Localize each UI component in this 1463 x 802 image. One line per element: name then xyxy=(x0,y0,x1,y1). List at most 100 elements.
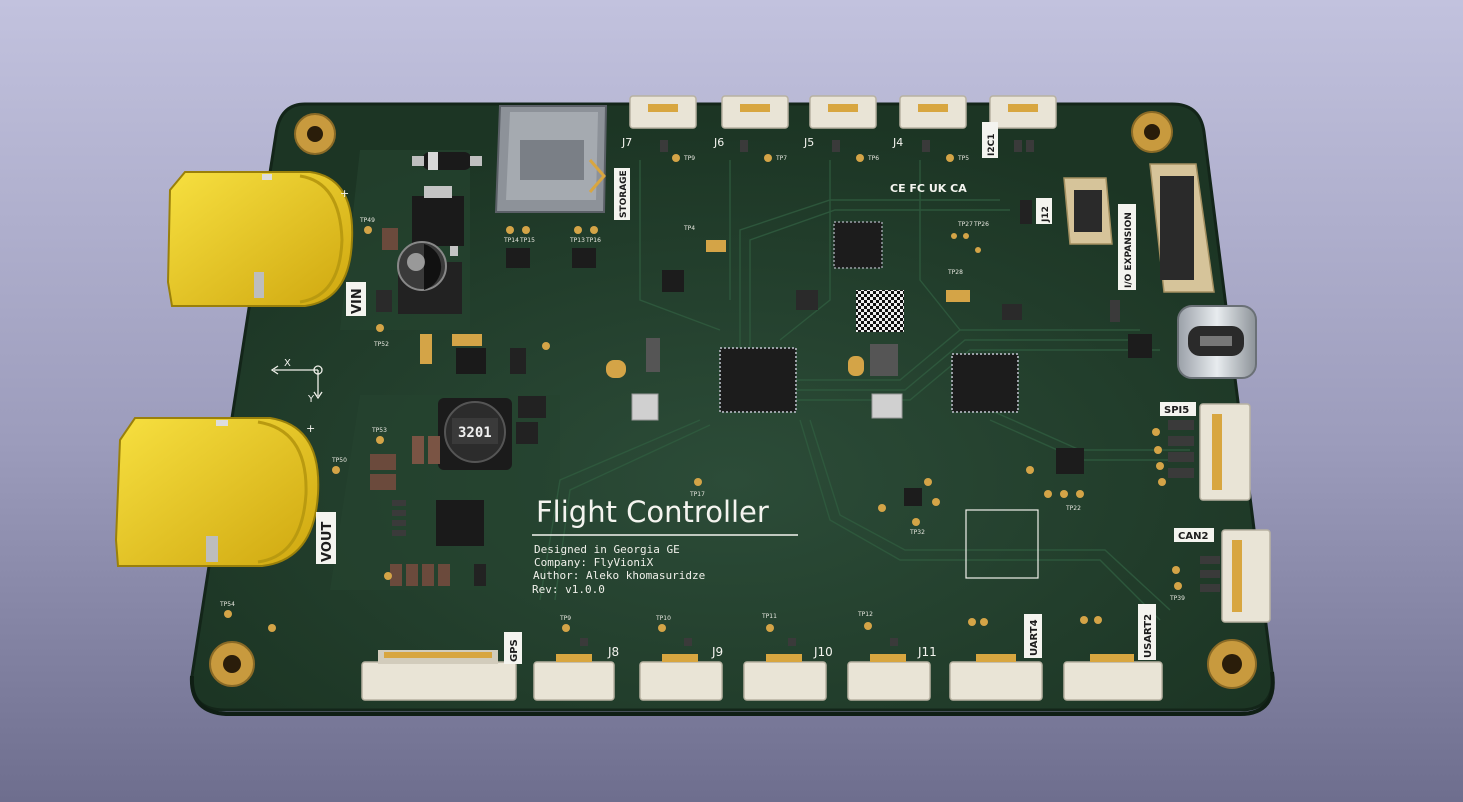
svg-text:SPI5: SPI5 xyxy=(1164,405,1189,416)
tp12-bottom-label: TP12 xyxy=(857,611,873,618)
tp26-label: TP26 xyxy=(973,221,989,228)
mounting-hole-tl xyxy=(294,113,336,155)
fpc-connector-io-expansion[interactable] xyxy=(1149,163,1215,293)
power-ic-2 xyxy=(456,348,486,374)
connector-gps[interactable] xyxy=(361,650,517,701)
axis-y-label: Y xyxy=(307,394,315,405)
crystal-1 xyxy=(631,393,659,421)
label-j4: J4 xyxy=(892,136,903,149)
spi5-label: SPI5 xyxy=(1160,402,1196,416)
info-company: Company: FlyVioniX xyxy=(534,556,654,569)
diode xyxy=(412,152,482,170)
imu-sensor xyxy=(833,221,883,269)
crystal-2 xyxy=(871,393,903,419)
tp22-label: TP22 xyxy=(1065,505,1081,512)
tp9-bottom-label: TP9 xyxy=(559,615,571,622)
fpc-connector-j12[interactable] xyxy=(1063,177,1113,245)
axis-marker xyxy=(270,365,323,400)
xt60-connector-vout[interactable] xyxy=(114,417,320,567)
vout-plus-sign: + xyxy=(306,422,315,435)
connector-can2[interactable] xyxy=(1221,529,1271,623)
connector-j11[interactable] xyxy=(847,661,931,701)
mounting-hole-tr xyxy=(1131,111,1173,153)
smd-array-power xyxy=(370,396,546,586)
label-j9: J9 xyxy=(711,645,723,659)
smd-passives xyxy=(392,140,1220,646)
tp17-label: TP17 xyxy=(689,491,705,498)
label-j11: J11 xyxy=(917,645,937,659)
small-ic-right xyxy=(1056,448,1084,474)
tp4-label: TP4 xyxy=(683,225,695,232)
buck-controller-ic xyxy=(436,500,484,546)
small-ic-usb xyxy=(1128,334,1152,358)
connector-uart4[interactable] xyxy=(949,661,1043,701)
top-test-points xyxy=(672,154,954,162)
tp11-bottom-label: TP11 xyxy=(761,613,777,620)
small-ic-left-2 xyxy=(572,248,596,268)
svg-text:VIN: VIN xyxy=(350,288,365,314)
top-connectors[interactable] xyxy=(629,95,1057,129)
vin-plus-sign: + xyxy=(340,187,349,200)
storage-label: STORAGE xyxy=(614,168,630,220)
tp52-label: TP52 xyxy=(373,341,389,348)
gps-label: GPS xyxy=(504,632,522,664)
connector-spi5[interactable] xyxy=(1199,403,1251,501)
tp50-label: TP50 xyxy=(331,457,347,464)
uart4-label: UART4 xyxy=(1024,614,1042,658)
tp13-label: TP13 xyxy=(569,237,585,244)
test-points-various xyxy=(224,226,1182,632)
power-inductor: 3201 xyxy=(438,398,512,470)
small-ic-mid xyxy=(904,488,922,506)
microsd-slot[interactable] xyxy=(494,105,608,213)
keepout-outline xyxy=(965,509,1039,579)
label-j10: J10 xyxy=(813,645,833,659)
connector-usart2[interactable] xyxy=(1063,661,1163,701)
vout-label: VOUT xyxy=(316,512,336,564)
io-expansion-label: I/O EXPANSION xyxy=(1118,204,1136,290)
main-mcu xyxy=(719,347,797,413)
qr-code xyxy=(856,290,904,332)
tp54-label: TP54 xyxy=(219,601,235,608)
info-author: Author: Aleko khomasuridze xyxy=(533,569,705,582)
tp14-label: TP14 xyxy=(503,237,519,244)
label-j6: J6 xyxy=(713,136,724,149)
svg-text:I/O EXPANSION: I/O EXPANSION xyxy=(1124,212,1134,288)
svg-text:STORAGE: STORAGE xyxy=(619,170,629,218)
svg-text:UART4: UART4 xyxy=(1029,619,1040,656)
j12-label: J12 xyxy=(1036,198,1052,224)
mounting-hole-br xyxy=(1207,639,1257,689)
usb-c-connector[interactable] xyxy=(1177,305,1257,379)
label-j8: J8 xyxy=(607,645,619,659)
tp49-label: TP49 xyxy=(359,217,375,224)
xt60-connector-vin[interactable] xyxy=(166,171,354,307)
usart2-label: USART2 xyxy=(1138,604,1156,660)
svg-text:J12: J12 xyxy=(1041,206,1051,223)
info-designed-in: Designed in Georgia GE xyxy=(534,543,680,556)
can2-label: CAN2 xyxy=(1174,528,1214,542)
voltage-regulator xyxy=(412,186,464,256)
info-revision: Rev: v1.0.0 xyxy=(532,583,605,596)
i2c1-label: I2C1 xyxy=(982,122,998,158)
tp10-bottom-label: TP10 xyxy=(655,615,671,622)
vin-label: VIN xyxy=(346,282,366,316)
certification-marks: CE FC UK CA xyxy=(890,182,967,195)
pcb-edge xyxy=(189,671,1275,716)
tp15-label: TP15 xyxy=(519,237,535,244)
tp5-top: TP5 xyxy=(957,155,969,162)
svg-text:3201: 3201 xyxy=(458,425,492,441)
jumper-pads xyxy=(420,240,970,378)
smd-cap-1 xyxy=(382,228,398,250)
svg-text:VOUT: VOUT xyxy=(320,522,335,562)
tp16-label: TP16 xyxy=(585,237,601,244)
mounting-hole-bl xyxy=(209,641,255,687)
smd-cap-2 xyxy=(376,290,392,312)
bottom-connector-pins xyxy=(556,654,1134,662)
secondary-mcu xyxy=(951,353,1019,413)
svg-text:CAN2: CAN2 xyxy=(1178,531,1208,542)
connector-j10[interactable] xyxy=(743,661,827,701)
tp7-top: TP7 xyxy=(775,155,787,162)
connector-j9[interactable] xyxy=(639,661,723,701)
svg-text:I2C1: I2C1 xyxy=(987,134,997,156)
connector-j8[interactable] xyxy=(533,661,615,701)
